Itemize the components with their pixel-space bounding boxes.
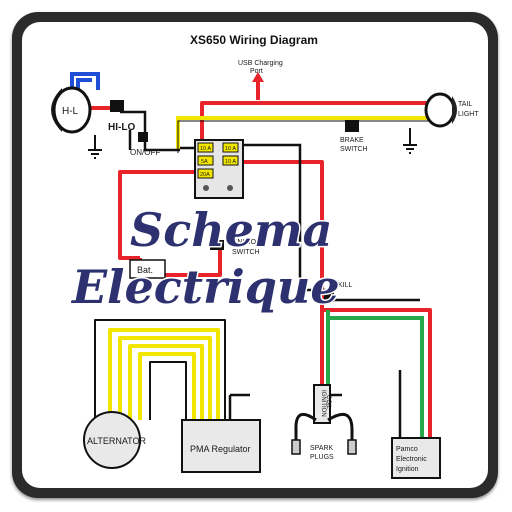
brake-label-line2: SWITCH xyxy=(340,146,368,153)
regulator-label: PMA Regulator xyxy=(190,444,251,454)
onoff-label: ON/OFF xyxy=(130,148,160,157)
headlight-black-wire xyxy=(120,110,180,152)
usb-label-line2: Port xyxy=(250,68,263,75)
tail-light-icon xyxy=(424,92,457,128)
spark-label-line2: PLUGS xyxy=(310,454,334,461)
pamco-label-line2: Electronic xyxy=(396,456,427,463)
spark-plug-icon xyxy=(291,412,357,455)
pamco-label-line1: Pamco xyxy=(396,446,418,453)
ignition-switch-label-line1: IGNITION xyxy=(230,239,261,246)
spark-label-line1: SPARK xyxy=(310,445,334,452)
fuse-label: 5A xyxy=(201,159,208,165)
app-icon-face: H-L HI-LO ON/OFF XS650 Wiring Diagram US… xyxy=(22,22,488,488)
fuse-label: 10 A xyxy=(225,159,236,165)
alternator-icon xyxy=(83,411,141,469)
tail-light-label-line1: TAIL xyxy=(458,101,472,108)
pamco-label-line3: Ignition xyxy=(396,466,419,473)
wiring-diagram: H-L HI-LO ON/OFF XS650 Wiring Diagram US… xyxy=(51,33,479,479)
kill-switch-icon xyxy=(324,292,334,302)
fuse-box: 10 A 10 A 5A 10 A 20A xyxy=(194,139,244,199)
fuse-label: 10 A xyxy=(225,146,236,152)
alternator-wire-bundle xyxy=(94,319,226,425)
coil-label-line1: IGNITION xyxy=(320,390,326,417)
battery-icon xyxy=(129,259,166,279)
ignition-switch-label-line2: SWITCH xyxy=(232,249,260,256)
headlight-icon: H-L xyxy=(51,86,92,134)
coil-label-line2: COIL xyxy=(325,395,331,410)
ignition-coil-icon xyxy=(313,384,331,424)
tail-light-label-line2: LIGHT xyxy=(458,111,479,118)
red-wires xyxy=(118,75,432,440)
kill-label: KILL xyxy=(338,282,353,289)
ignition-switch-icon xyxy=(210,240,224,250)
fuse-label: 10 A xyxy=(200,146,211,152)
green-wire xyxy=(326,310,424,440)
pamco-ignition-icon xyxy=(391,437,441,479)
hilo-label: HI-LO xyxy=(108,122,135,133)
ground-icon xyxy=(88,128,417,159)
regulator-icon xyxy=(181,419,261,473)
headlight-label: H-L xyxy=(62,106,79,117)
overlay-title-line2: Electrique xyxy=(70,260,340,314)
black-wires xyxy=(180,143,420,440)
onoff-switch-icon xyxy=(138,132,148,142)
brake-label-line1: BRAKE xyxy=(340,137,364,144)
alternator-label: ALTERNATOR xyxy=(87,436,147,446)
app-icon-frame[interactable]: H-L HI-LO ON/OFF XS650 Wiring Diagram US… xyxy=(12,12,498,498)
overlay-title-line1: Schema xyxy=(130,203,332,257)
usb-arrow-icon xyxy=(252,72,264,82)
brake-switch-icon xyxy=(345,120,359,132)
hilo-switch-icon xyxy=(110,100,124,112)
battery-label: Bat. xyxy=(137,265,153,275)
fuse-label: 20A xyxy=(200,172,210,178)
usb-label-line1: USB Charging xyxy=(238,60,283,67)
diagram-title: XS650 Wiring Diagram xyxy=(190,33,318,47)
